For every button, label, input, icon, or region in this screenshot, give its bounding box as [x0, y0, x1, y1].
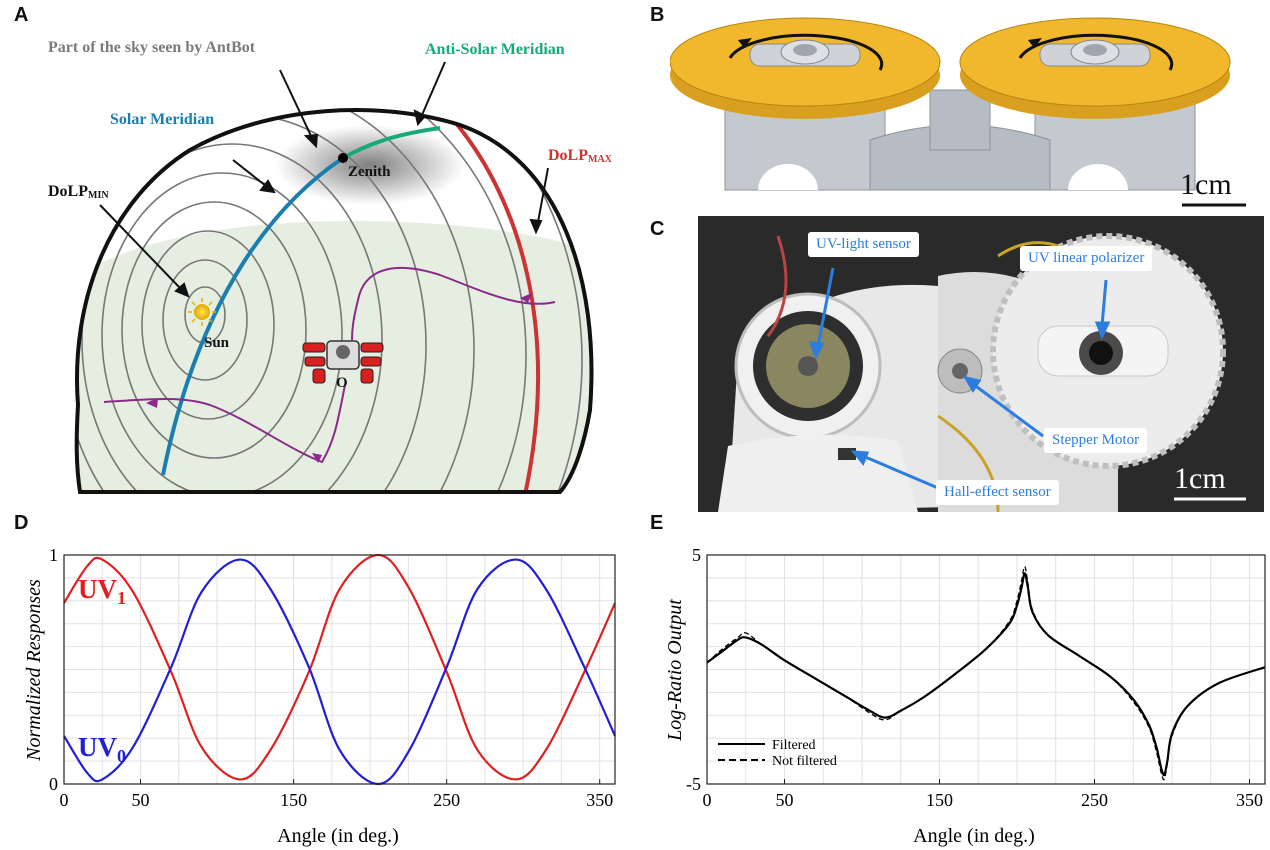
- y-tick-label: -5: [686, 774, 701, 794]
- panel-a-letter: A: [14, 4, 29, 26]
- panel-d-letter: D: [14, 512, 29, 534]
- zenith-point: [338, 153, 348, 163]
- label-sun: Sun: [204, 335, 230, 351]
- gear-cad-render: 1cm: [670, 0, 1270, 212]
- sun-icon: [188, 298, 216, 326]
- panel-b-letter: B: [650, 4, 665, 26]
- x-tick-label: 350: [586, 790, 613, 810]
- legend-filtered: Filtered: [772, 738, 816, 753]
- label-solar-meridian: Solar Meridian: [110, 111, 214, 128]
- label-origin: O: [336, 375, 348, 391]
- trajectory-arrow-2: [146, 398, 158, 408]
- trajectory-arrow-1: [520, 293, 532, 303]
- chart-e-ylabel: Log-Ratio Output: [664, 599, 686, 742]
- x-tick-label: 50: [132, 790, 150, 810]
- x-tick-label: 250: [1081, 790, 1108, 810]
- label-zenith: Zenith: [348, 164, 391, 180]
- isopolarization-rings: [76, 110, 592, 493]
- series-line-e-1: [706, 565, 1266, 781]
- scale-label-c: 1cm: [1174, 462, 1226, 495]
- chart-d-frame: [63, 554, 616, 785]
- x-tick-label: 150: [926, 790, 953, 810]
- anti-solar-meridian-line: [342, 126, 441, 160]
- sky-dome-diagram: Part of the sky seen by AntBot Anti-Sola…: [48, 39, 613, 494]
- legend-not-filtered: Not filtered: [772, 754, 837, 769]
- series-label-uv0: UV0: [78, 732, 126, 766]
- callout-uv-linear-polarizer: UV linear polarizer: [1020, 246, 1153, 271]
- chart-d-ylabel: Normalized Responses: [23, 579, 45, 762]
- x-tick-label: 150: [280, 790, 307, 810]
- sky-haze: [275, 125, 465, 205]
- chart-e-xlabel: Angle (in deg.): [913, 825, 1035, 847]
- chart-normalized-responses: 0 50 150 250 350 0 1 Angle (in deg.) Normalize…: [23, 545, 617, 847]
- label-sky-seen: Part of the sky seen by AntBot: [48, 39, 256, 56]
- series-label-uv1: UV1: [78, 574, 126, 608]
- y-tick-label: 0: [49, 774, 58, 794]
- chart-e-legend: Filtered Not filtered: [718, 738, 837, 769]
- dome-outline: [74, 108, 594, 494]
- panel-e-letter: E: [650, 512, 664, 534]
- callout-stepper-motor: Stepper Motor: [1044, 428, 1148, 453]
- sensor-photo: UV-light sensor UV linear polarizer Step…: [698, 216, 1264, 512]
- scale-label-b: 1cm: [1180, 168, 1232, 201]
- x-tick-label: 350: [1236, 790, 1263, 810]
- callout-hall-effect-sensor: Hall-effect sensor: [936, 480, 1059, 505]
- series-line-d-1: [63, 558, 617, 786]
- label-dolp-max: DoLPMAX: [548, 147, 613, 165]
- chart-e-frame: [706, 554, 1266, 785]
- chart-log-ratio-output: 0 50 150 250 350 -5 5 Angle (in deg.) Log-Rati…: [664, 545, 1266, 847]
- annotation-arrows: [99, 61, 549, 298]
- x-tick-label: 0: [703, 790, 712, 810]
- trajectory-left: [103, 384, 346, 464]
- antbot-robot-icon: [302, 340, 384, 384]
- callout-uv-light-sensor: UV-light sensor: [808, 232, 919, 257]
- dolp-max-line: [453, 120, 540, 493]
- x-tick-label: 50: [776, 790, 794, 810]
- label-dolp-min: DoLPMIN: [48, 183, 109, 201]
- y-tick-label: 1: [49, 545, 58, 565]
- panel-c-letter: C: [650, 218, 665, 240]
- y-tick-label: 5: [692, 545, 701, 565]
- label-anti-solar-meridian: Anti-Solar Meridian: [425, 41, 565, 58]
- trajectory-arrow-3: [312, 453, 322, 463]
- x-tick-label: 0: [60, 790, 69, 810]
- solar-meridian-line: [161, 156, 345, 476]
- chart-d-xlabel: Angle (in deg.): [277, 825, 399, 847]
- x-tick-label: 250: [433, 790, 460, 810]
- trajectory-right: [351, 266, 556, 341]
- series-line-d-0: [63, 553, 617, 781]
